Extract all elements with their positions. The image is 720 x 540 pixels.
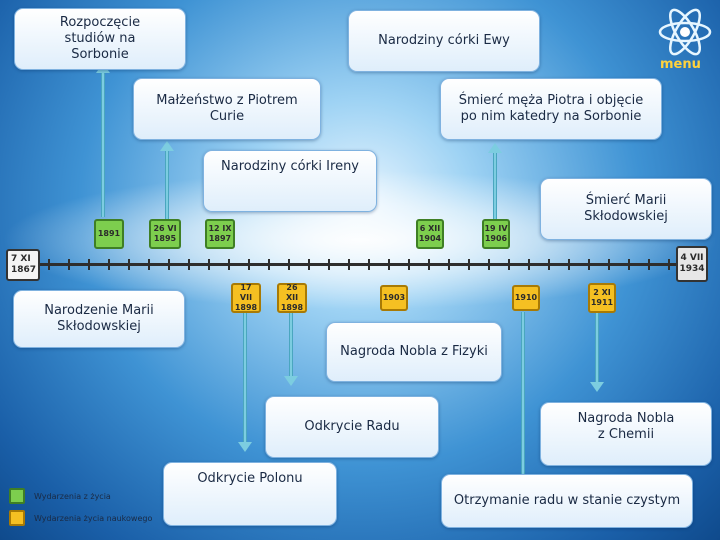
event-czysty-rad[interactable]: Otrzymanie radu w stanie czystym xyxy=(441,474,693,528)
timeline-tick xyxy=(528,259,530,270)
timeline-tick xyxy=(288,259,290,270)
event-smierc-marii[interactable]: Śmierć Marii Skłodowskiej xyxy=(540,178,712,240)
date-tag-1934-year: 1934 xyxy=(679,264,705,274)
arrow-malzenstwo xyxy=(165,151,169,219)
date-tag-1906-year: 1906 xyxy=(484,234,508,243)
event-smierc-piotra[interactable]: Śmierć męża Piotra i objęcie po nim kate… xyxy=(440,78,662,140)
event-ewa[interactable]: Narodziny córki Ewy xyxy=(348,10,540,72)
date-tag-1897: 12 IX 1897 xyxy=(205,219,235,249)
timeline-tick xyxy=(668,259,670,270)
date-tag-1867-day: 7 XI xyxy=(11,253,31,264)
event-narodzenie[interactable]: Narodzenie Marii Skłodowskiej xyxy=(13,290,185,348)
date-tag-1895: 26 VI 1895 xyxy=(149,219,181,249)
legend-science-label: Wydarzenia życia naukowego xyxy=(34,514,153,523)
date-tag-1898-rad-year: 1898 xyxy=(280,303,304,312)
date-tag-1906: 19 IV 1906 xyxy=(482,219,510,249)
timeline-tick xyxy=(48,259,50,270)
event-nobel-chemia[interactable]: Nagroda Nobla z Chemii xyxy=(540,402,712,466)
timeline-tick xyxy=(548,259,550,270)
timeline-tick xyxy=(308,259,310,270)
date-tag-1898-rad-day: 26 XII xyxy=(285,283,299,302)
arrow-nobel-chemia xyxy=(595,312,599,382)
arrow-rad xyxy=(289,312,293,376)
arrow-head-smierc-piotra xyxy=(488,143,502,153)
timeline-tick xyxy=(408,259,410,270)
date-tag-1910: 1910 xyxy=(512,285,540,311)
arrow-head-malzenstwo xyxy=(160,141,174,151)
date-tag-1910-year: 1910 xyxy=(514,293,538,302)
arrow-head-nobel-chemia xyxy=(590,382,604,392)
date-tag-1895-day: 26 VI xyxy=(153,224,177,233)
timeline-tick xyxy=(448,259,450,270)
legend-science-swatch xyxy=(9,510,25,526)
timeline-tick xyxy=(488,259,490,270)
arrow-polon xyxy=(243,312,247,442)
date-tag-1911-day: 2 XI xyxy=(593,288,611,297)
timeline-tick xyxy=(68,259,70,270)
timeline-tick xyxy=(588,259,590,270)
timeline-tick xyxy=(428,259,430,270)
event-studia[interactable]: Rozpoczęcie studiów na Sorbonie xyxy=(14,8,186,70)
timeline-tick xyxy=(148,259,150,270)
date-tag-1891-year: 1891 xyxy=(97,229,121,238)
event-nobel-fizyka[interactable]: Nagroda Nobla z Fizyki xyxy=(326,322,502,382)
menu-label: menu xyxy=(660,57,701,72)
date-tag-1898-polon: 17 VII 1898 xyxy=(231,283,261,313)
date-tag-1934-day: 4 VII xyxy=(680,252,704,263)
date-tag-1903-year: 1903 xyxy=(382,293,406,302)
timeline-tick xyxy=(188,259,190,270)
date-tag-1911: 2 XI 1911 xyxy=(588,283,616,313)
date-tag-1867-year: 1867 xyxy=(11,265,37,275)
timeline-tick xyxy=(268,259,270,270)
date-tag-1898-rad: 26 XII 1898 xyxy=(277,283,307,313)
timeline-tick xyxy=(348,259,350,270)
date-tag-1906-day: 19 IV xyxy=(484,224,508,233)
arrow-head-polon xyxy=(238,442,252,452)
legend-life-swatch xyxy=(9,488,25,504)
arrow-czysty-rad xyxy=(521,312,525,482)
date-tag-1895-year: 1895 xyxy=(153,234,177,243)
legend-life-label: Wydarzenia z życia xyxy=(34,492,111,501)
timeline-tick xyxy=(608,259,610,270)
arrow-smierc-piotra xyxy=(493,153,497,219)
timeline-tick xyxy=(88,259,90,270)
date-tag-1897-day: 12 IX xyxy=(208,224,232,233)
timeline-tick xyxy=(468,259,470,270)
timeline-tick xyxy=(388,259,390,270)
timeline-tick xyxy=(208,259,210,270)
timeline-tick xyxy=(508,259,510,270)
date-tag-1903: 1903 xyxy=(380,285,408,311)
date-tag-1934: 4 VII 1934 xyxy=(676,246,708,282)
atom-icon xyxy=(658,8,712,56)
event-rad[interactable]: Odkrycie Radu xyxy=(265,396,439,458)
date-tag-1904-year: 1904 xyxy=(418,234,442,243)
timeline-tick xyxy=(128,259,130,270)
timeline-tick xyxy=(228,259,230,270)
date-tag-1898-polon-day: 17 VII xyxy=(239,283,253,302)
timeline-tick xyxy=(248,259,250,270)
date-tag-1898-polon-year: 1898 xyxy=(234,303,258,312)
date-tag-1904-day: 6 XII xyxy=(419,224,441,233)
date-tag-1891: 1891 xyxy=(94,219,124,249)
timeline-tick xyxy=(628,259,630,270)
timeline-tick xyxy=(328,259,330,270)
date-tag-1897-year: 1897 xyxy=(208,234,232,243)
timeline-tick xyxy=(108,259,110,270)
event-polon[interactable]: Odkrycie Polonu xyxy=(163,462,337,526)
arrow-studia xyxy=(101,73,105,217)
timeline-tick xyxy=(568,259,570,270)
timeline-tick xyxy=(648,259,650,270)
timeline-line xyxy=(38,263,678,266)
menu-button[interactable]: menu xyxy=(655,4,715,74)
timeline-tick xyxy=(368,259,370,270)
date-tag-1867: 7 XI 1867 xyxy=(6,249,40,281)
event-malzenstwo[interactable]: Małżeństwo z Piotrem Curie xyxy=(133,78,321,140)
date-tag-1904: 6 XII 1904 xyxy=(416,219,444,249)
timeline-tick xyxy=(168,259,170,270)
event-irena[interactable]: Narodziny córki Ireny xyxy=(203,150,377,212)
date-tag-1911-year: 1911 xyxy=(590,298,614,307)
arrow-head-rad xyxy=(284,376,298,386)
